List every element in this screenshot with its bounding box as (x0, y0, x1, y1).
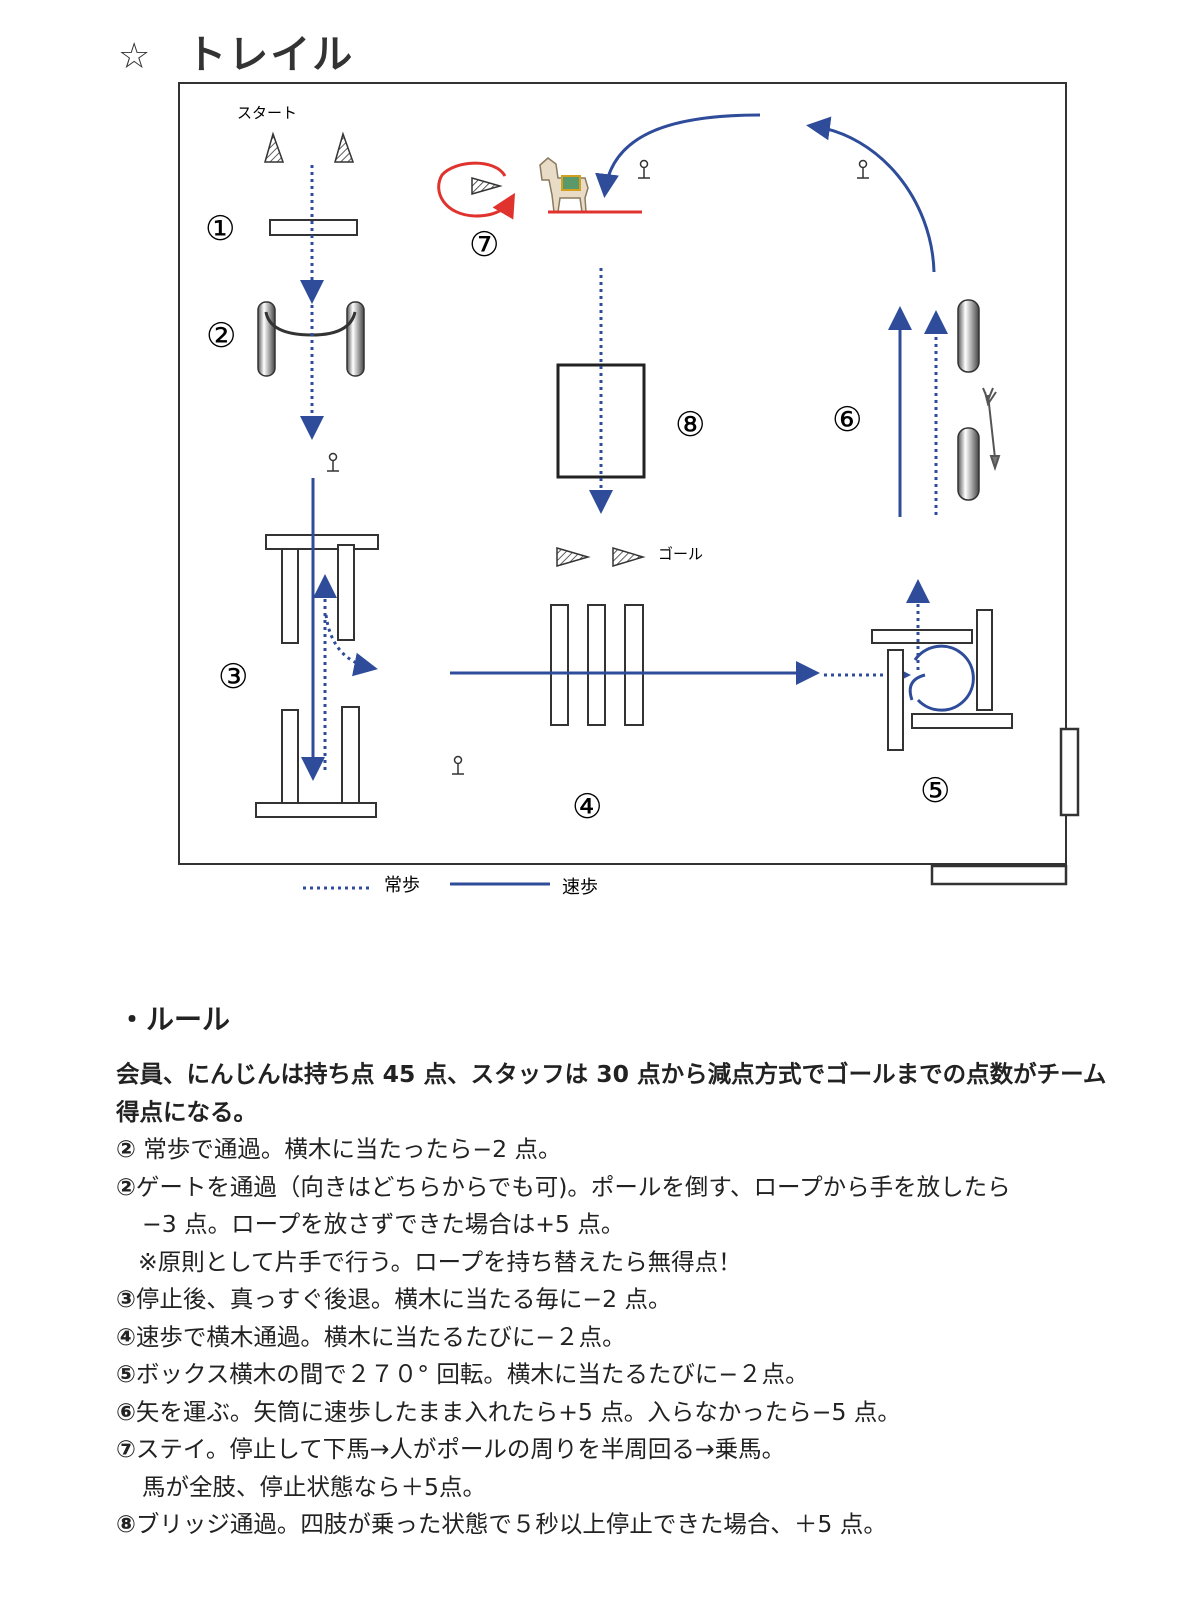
rules-heading: ・ルール (118, 1003, 231, 1036)
goal-label: ゴール (658, 545, 703, 563)
gate-right (1059, 727, 1080, 817)
rule-line: −3 点。ロープを放さずできた場合は+5 点。 (142, 1210, 625, 1238)
star-icon: ☆ (118, 36, 153, 77)
station-4-number: ④ (572, 787, 602, 827)
rule-line: ※原則として片手で行う。ロープを持ち替えたら無得点！ (138, 1247, 742, 1276)
walk-path (324, 614, 378, 677)
rule-line: 馬が全肢、停止状態なら＋5点。 (142, 1472, 486, 1501)
stay-circle-path (437, 161, 516, 220)
marker-pole-icon (327, 159, 869, 775)
turn-path (908, 644, 975, 712)
station-8-number: ⑧ (675, 405, 705, 445)
rules-list: 会員、にんじんは持ち点 45 点、スタッフは 30 点から減点方式でゴールまでの… (116, 1056, 1116, 1544)
station-2-number: ② (206, 316, 236, 356)
gate-rope (264, 311, 357, 337)
rule-line: ③停止後、真っすぐ後退。横木に当たる毎に−2 点。 (116, 1285, 672, 1313)
gate-bottom (930, 864, 1068, 886)
rule-line: ② 常歩で通過。横木に当たったら−2 点。 (116, 1135, 562, 1163)
horse-icon (539, 157, 589, 213)
cone-icon (612, 546, 646, 568)
quiver-post (957, 427, 980, 501)
rule-line: ⑦ステイ。停止して下馬→人がポールの周りを半周回る→乗馬。 (116, 1435, 786, 1463)
page-title: ☆ トレイル (118, 22, 354, 80)
rule-line: ⑥矢を運ぶ。矢筒に速歩したまま入れたら+5 点。入らなかったら−5 点。 (116, 1397, 901, 1426)
cone-icon (264, 131, 285, 163)
rule-line: ⑤ボックス横木の間で２７０° 回転。横木に当たるたびに−２点。 (116, 1360, 809, 1388)
cone-icon (471, 177, 503, 195)
rule-line: ④速歩で横木通過。横木に当たるたびに−２点。 (116, 1322, 626, 1351)
legend-walk-label: 常歩 (384, 875, 420, 896)
station-7-number: ⑦ (469, 225, 499, 265)
station-5-number: ⑤ (920, 771, 950, 811)
arrow-icon (982, 387, 1001, 472)
cone-icon (556, 547, 591, 567)
trot-poles (550, 604, 644, 726)
rule-line: ②ゲートを通過（向きはどちらからでも可)。ポールを倒す、ロープから手を放したら (116, 1172, 1011, 1201)
start-label: スタート (237, 104, 297, 122)
title-text: トレイル (186, 32, 355, 78)
station-1-number: ① (205, 209, 235, 249)
trot-path (806, 116, 936, 273)
trot-path (595, 113, 761, 198)
arena-border (178, 82, 1067, 865)
cone-icon (334, 131, 355, 163)
quiver-post (957, 299, 980, 373)
station-3-number: ③ (218, 657, 248, 697)
rules-intro: 会員、にんじんは持ち点 45 点、スタッフは 30 点から減点方式でゴールまでの… (116, 1060, 1107, 1126)
trail-course-diagram: スタート ① ② ③ ④ ⑤ (178, 82, 1080, 898)
box-rails (871, 609, 1013, 751)
back-up-rails (255, 534, 379, 818)
station-6-number: ⑥ (832, 400, 862, 440)
legend-trot-label: 速歩 (562, 877, 598, 898)
rule-line: ⑧ブリッジ通過。四肢が乗った状態で５秒以上停止できた場合、＋5 点。 (116, 1510, 887, 1538)
